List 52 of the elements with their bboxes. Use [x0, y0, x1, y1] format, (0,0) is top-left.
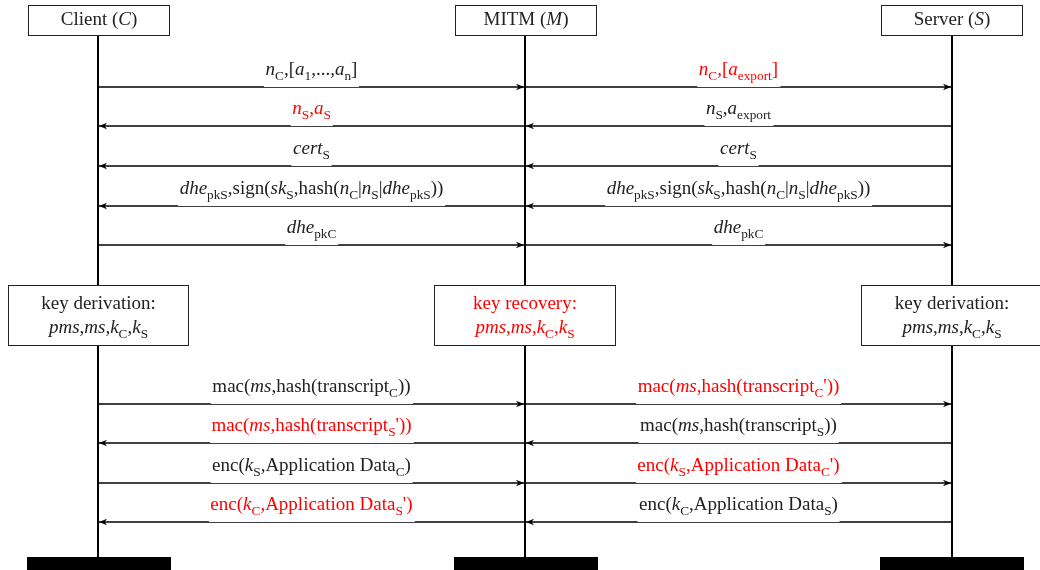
arrow [525, 439, 952, 447]
arrow [98, 479, 525, 487]
arrow [525, 202, 952, 210]
arrow [525, 162, 952, 170]
arrow [98, 162, 525, 170]
lifeline [97, 346, 99, 557]
box-text: pms,ms,k$_{C}$,k$_{S}$ [900, 315, 1003, 343]
process-box [8, 285, 189, 346]
box-heading: key derivation: [40, 291, 157, 315]
arrow [525, 479, 952, 487]
edge-label: enc(k$_{C}$,Application Data$_{S}$) [637, 493, 840, 522]
box-text: pms,ms,k$_{C}$,k$_{S}$ [47, 315, 150, 343]
participant-name: Client (C) [59, 7, 139, 31]
process-box [434, 285, 616, 346]
lifeline [97, 36, 99, 285]
participant-box [455, 5, 597, 36]
participant-name: MITM (M) [482, 7, 570, 31]
arrow [525, 518, 952, 526]
participant-box [28, 5, 170, 36]
box-heading: key recovery: [472, 291, 578, 315]
edge-label: mac(ms,hash(transcript$_{C}$')) [635, 375, 842, 404]
arrow [98, 439, 525, 447]
lifeline-end-bar [454, 557, 598, 570]
arrow [525, 241, 952, 249]
arrow [98, 83, 525, 91]
edge-label: enc(k$_{S}$,Application Data$_{C}$') [635, 454, 842, 483]
edge-label: dhe$_{pkS}$,sign(sk$_{S}$,hash(n$_{C}$|n$_{S}$|dhe$_{pkS}$)) [177, 177, 446, 206]
arrow [98, 400, 525, 408]
participant-box [881, 5, 1023, 36]
process-box [861, 285, 1040, 346]
arrow [525, 122, 952, 130]
box-heading: key derivation: [893, 291, 1011, 315]
arrow [98, 241, 525, 249]
arrow [98, 518, 525, 526]
edge-label: mac(ms,hash(transcript$_{S}$)) [638, 414, 839, 443]
lifeline [951, 36, 953, 285]
participant-name: Server (S) [912, 7, 992, 31]
lifeline [951, 346, 953, 557]
arrow [525, 83, 952, 91]
arrow [98, 122, 525, 130]
lifeline [524, 36, 526, 285]
arrow [98, 202, 525, 210]
lifeline-end-bar [880, 557, 1024, 570]
lifeline [524, 346, 526, 557]
edge-label: dhe$_{pkS}$,sign(sk$_{S}$,hash(n$_{C}$|n$_{S}$|dhe$_{pkS}$)) [604, 177, 873, 206]
edge-label: enc(k$_{S}$,Application Data$_{C}$) [210, 454, 413, 483]
edge-label: mac(ms,hash(transcript$_{S}$')) [209, 414, 414, 443]
edge-label: mac(ms,hash(transcript$_{C}$)) [210, 375, 413, 404]
arrow [525, 400, 952, 408]
lifeline-end-bar [27, 557, 171, 570]
box-text: pms,ms,k$_{C}$,k$_{S}$ [473, 315, 576, 343]
edge-label: enc(k$_{C}$,Application Data$_{S}$') [208, 493, 415, 522]
